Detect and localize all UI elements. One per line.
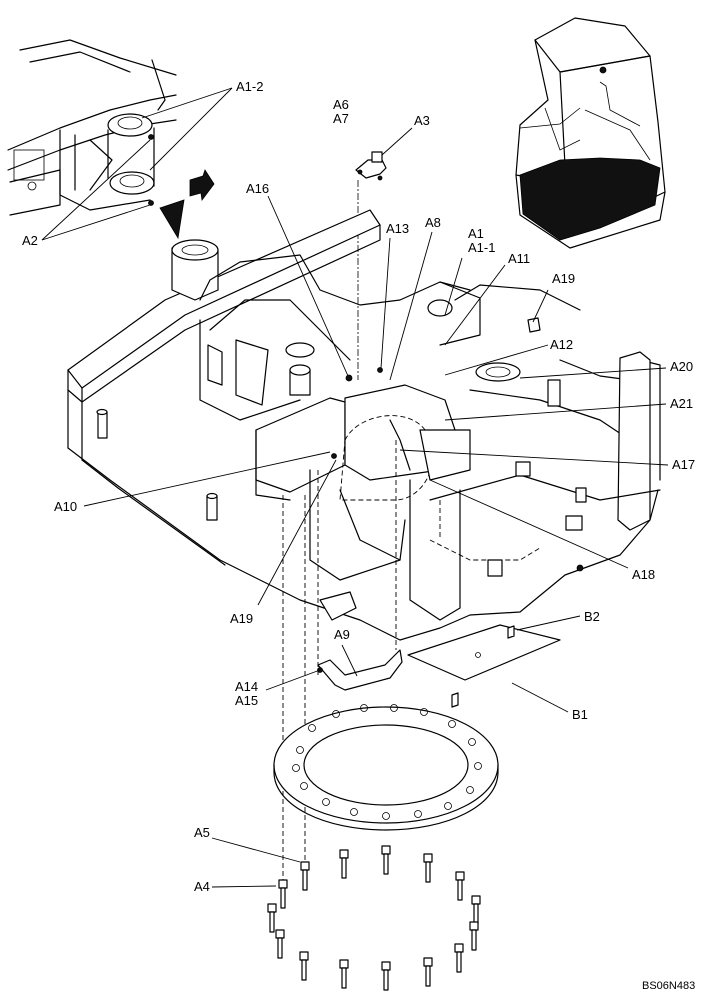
label-a10: A10 — [54, 499, 78, 514]
label-a5: A5 — [194, 825, 210, 840]
leader-lines — [41, 87, 669, 888]
ring-holes — [292, 704, 482, 820]
label-a2: A2 — [22, 233, 38, 248]
drawing-code: BS06N483 — [642, 980, 696, 992]
label-a21: A21 — [670, 396, 694, 411]
label-a1-2: A1-2 — [236, 79, 264, 94]
label-a1: A1 — [468, 226, 484, 241]
label-a13: A13 — [386, 221, 410, 236]
bracket-a9 — [317, 649, 403, 691]
inset-cab — [515, 17, 666, 249]
label-a16: A16 — [246, 181, 270, 196]
label-a3: A3 — [414, 113, 430, 128]
label-b2: B2 — [584, 609, 600, 624]
swing-bearing-ring — [273, 704, 499, 831]
label-a4: A4 — [194, 879, 210, 894]
label-a15: A15 — [235, 693, 259, 708]
label-a1-1: A1-1 — [468, 240, 496, 255]
cover-plate-b1 — [407, 624, 561, 708]
label-a19-bottom: A19 — [230, 611, 254, 626]
label-a17: A17 — [672, 457, 696, 472]
label-a12: A12 — [550, 337, 574, 352]
label-b1: B1 — [572, 707, 588, 722]
label-a14: A14 — [235, 679, 259, 694]
label-a20: A20 — [670, 359, 694, 374]
label-a19-top: A19 — [552, 271, 576, 286]
label-a7: A7 — [333, 111, 349, 126]
label-a9: A9 — [334, 627, 350, 642]
top-bolt-a3 — [355, 151, 387, 380]
label-a8: A8 — [425, 215, 441, 230]
label-a11: A11 — [508, 251, 531, 266]
label-a6: A6 — [333, 97, 349, 112]
label-a18: A18 — [632, 567, 656, 582]
mounting-bolts — [267, 845, 481, 991]
inset-swing-detail — [7, 39, 215, 240]
